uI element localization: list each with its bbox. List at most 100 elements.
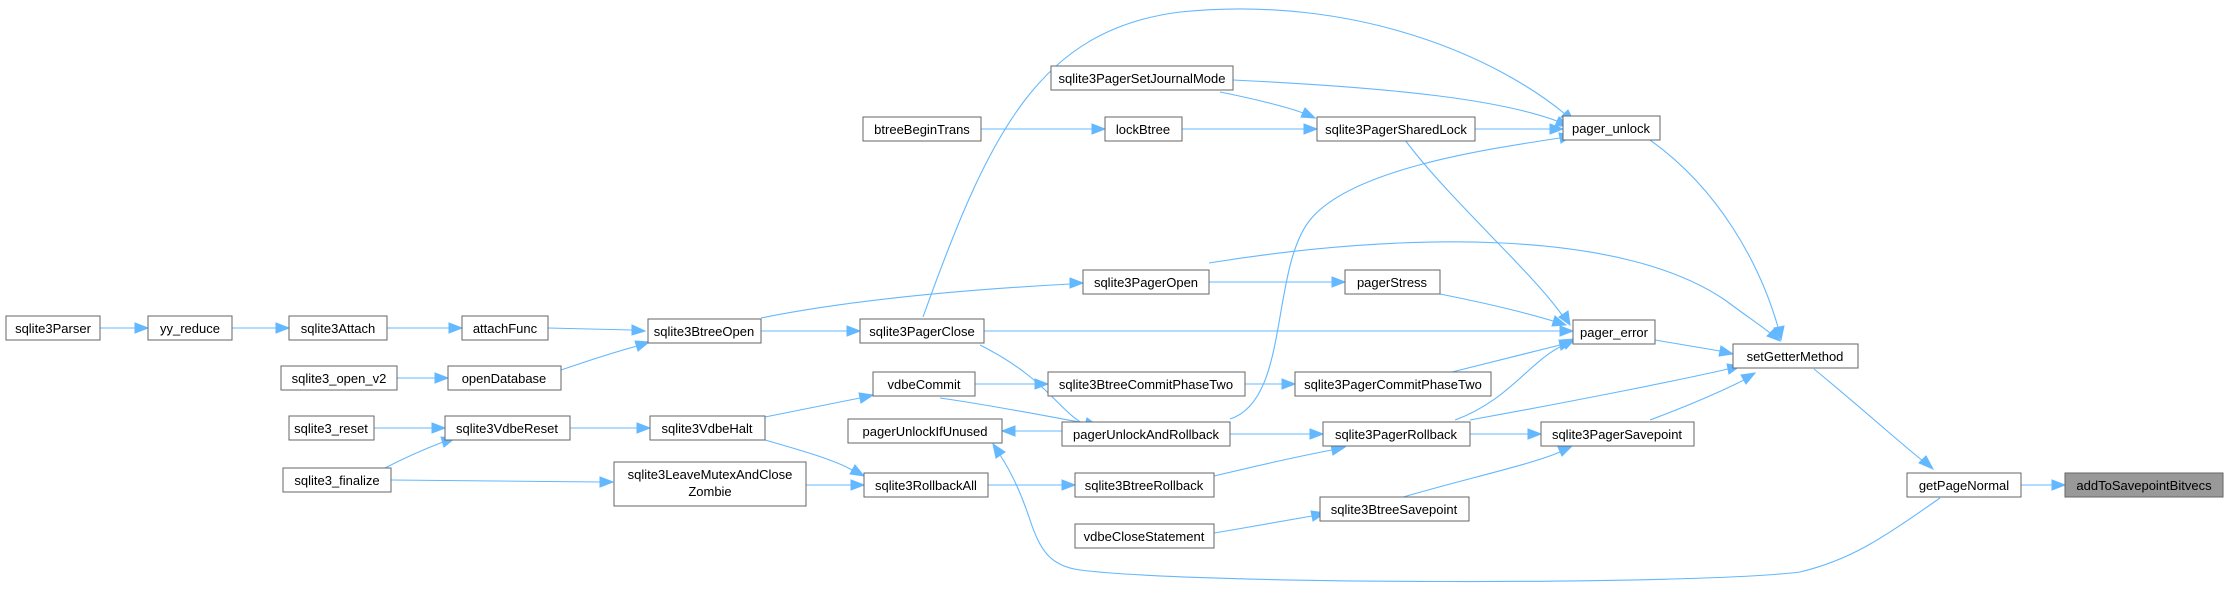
node-label: sqlite3VdbeHalt — [661, 421, 752, 436]
node-label: sqlite3BtreeSavepoint — [1331, 502, 1458, 517]
edge-sqlite3BtreeRollback-to-sqlite3PagerRollback — [1213, 444, 1347, 477]
edge-pagerUnlockAndRollback-to-pagerUnlockIfUnused — [1000, 425, 1062, 437]
node-label: getPageNormal — [1919, 478, 2009, 493]
node-sqlite3PagerOpen[interactable]: sqlite3PagerOpen — [1082, 269, 1210, 295]
node-label: sqlite3BtreeCommitPhaseTwo — [1059, 377, 1233, 392]
node-label: lockBtree — [1116, 122, 1170, 137]
edge-sqlite3_open_v2-to-openDatabase — [397, 372, 450, 384]
node-pagerError[interactable]: pager_error — [1572, 319, 1656, 345]
node-label: sqlite3_open_v2 — [292, 371, 387, 386]
node-sqlite3LeaveMutexAndCloseZombie[interactable]: sqlite3LeaveMutexAndClose Zombie — [613, 461, 807, 507]
edge-btreeBeginTrans-to-lockBtree — [981, 123, 1107, 135]
edge-pagerError-to-setGetterMethod — [1654, 339, 1735, 357]
edge-sqlite3_finalize-to-sqlite3VdbeReset — [384, 436, 457, 469]
node-addToSavepointBitvecs[interactable]: addToSavepointBitvecs — [2064, 472, 2224, 498]
edge-sqlite3_reset-to-sqlite3VdbeReset — [374, 422, 447, 434]
edge-vdbeCloseStatement-to-sqlite3BtreeSavepoint — [1213, 510, 1327, 534]
node-label: sqlite3RollbackAll — [875, 478, 977, 493]
node-label: pager_unlock — [1572, 121, 1651, 136]
node-sqlite3PagerSharedLock[interactable]: sqlite3PagerSharedLock — [1316, 116, 1476, 142]
node-lockBtree[interactable]: lockBtree — [1104, 116, 1183, 142]
node-label: sqlite3PagerClose — [869, 324, 975, 339]
edge-sqlite3_finalize-to-sqlite3LeaveMutexAndCloseZombie — [390, 476, 615, 488]
node-sqlite3_finalize[interactable]: sqlite3_finalize — [282, 467, 392, 493]
edge-lockBtree-to-sqlite3PagerSharedLock — [1182, 123, 1319, 135]
edge-sqlite3PagerOpen-to-setGetterMethod — [1208, 241, 1782, 342]
node-sqlite3_open_v2[interactable]: sqlite3_open_v2 — [280, 365, 398, 391]
node-sqlite3PagerClose[interactable]: sqlite3PagerClose — [859, 318, 985, 344]
node-sqlite3Parser[interactable]: sqlite3Parser — [5, 315, 101, 341]
node-sqlite3BtreeRollback[interactable]: sqlite3BtreeRollback — [1074, 472, 1215, 498]
node-vdbeCommit[interactable]: vdbeCommit — [872, 371, 976, 397]
edge-attachFunc-to-sqlite3BtreeOpen — [547, 324, 647, 336]
node-getPageNormal[interactable]: getPageNormal — [1906, 472, 2022, 498]
node-label: sqlite3PagerOpen — [1094, 275, 1198, 290]
edge-sqlite3PagerSharedLock-to-pagerUnlock — [1475, 123, 1565, 135]
node-sqlite3VdbeHalt[interactable]: sqlite3VdbeHalt — [649, 415, 766, 441]
edge-sqlite3PagerOpen-to-pagerStress — [1209, 276, 1347, 288]
node-pagerUnlockAndRollback[interactable]: pagerUnlockAndRollback — [1061, 421, 1231, 447]
edge-sqlite3VdbeReset-to-sqlite3VdbeHalt — [570, 422, 652, 434]
node-openDatabase[interactable]: openDatabase — [447, 365, 562, 391]
node-yy_reduce[interactable]: yy_reduce — [147, 315, 233, 341]
node-sqlite3PagerSetJournalMode[interactable]: sqlite3PagerSetJournalMode — [1050, 65, 1234, 91]
node-label: pagerUnlockAndRollback — [1073, 427, 1219, 442]
node-attachFunc[interactable]: attachFunc — [461, 315, 549, 341]
edge-sqlite3PagerClose-to-pagerUnlock — [922, 8, 1576, 318]
node-label: yy_reduce — [160, 321, 220, 336]
node-vdbeCloseStatement[interactable]: vdbeCloseStatement — [1074, 523, 1215, 549]
node-label: sqlite3BtreeOpen — [654, 324, 754, 339]
node-sqlite3BtreeOpen[interactable]: sqlite3BtreeOpen — [647, 318, 762, 344]
node-sqlite3BtreeSavepoint[interactable]: sqlite3BtreeSavepoint — [1319, 496, 1470, 522]
edge-vdbeCommit-to-sqlite3BtreeCommitPhaseTwo — [975, 378, 1050, 390]
node-sqlite3VdbeReset[interactable]: sqlite3VdbeReset — [444, 415, 571, 441]
node-label: sqlite3PagerSharedLock — [1325, 122, 1467, 137]
node-pagerUnlock[interactable]: pager_unlock — [1562, 115, 1661, 141]
edge-sqlite3LeaveMutexAndCloseZombie-to-sqlite3RollbackAll — [806, 479, 866, 491]
edge-sqlite3VdbeHalt-to-sqlite3RollbackAll — [764, 439, 866, 477]
node-label: sqlite3PagerSavepoint — [1552, 427, 1682, 442]
edge-sqlite3RollbackAll-to-sqlite3BtreeRollback — [988, 479, 1077, 491]
node-pagerStress[interactable]: pagerStress — [1344, 269, 1441, 295]
edge-pagerStress-to-pagerError — [1439, 293, 1568, 327]
edge-pagerUnlockAndRollback-to-sqlite3PagerRollback — [1230, 428, 1325, 440]
node-btreeBeginTrans[interactable]: btreeBeginTrans — [862, 116, 982, 142]
edge-sqlite3Attach-to-attachFunc — [387, 322, 464, 334]
node-sqlite3Attach[interactable]: sqlite3Attach — [288, 315, 388, 341]
node-label: setGetterMethod — [1747, 349, 1844, 364]
node-label: sqlite3Parser — [15, 321, 92, 336]
node-label: sqlite3VdbeReset — [456, 421, 558, 436]
node-sqlite3PagerCommitPhaseTwo[interactable]: sqlite3PagerCommitPhaseTwo — [1294, 371, 1492, 397]
node-label: sqlite3Attach — [301, 321, 375, 336]
node-label: sqlite3_reset — [294, 421, 368, 436]
edge-getPageNormal-to-pagerUnlockIfUnused — [992, 442, 1941, 583]
node-sqlite3RollbackAll[interactable]: sqlite3RollbackAll — [863, 472, 989, 498]
node-setGetterMethod[interactable]: setGetterMethod — [1732, 343, 1859, 369]
node-sqlite3PagerSavepoint[interactable]: sqlite3PagerSavepoint — [1540, 421, 1695, 447]
node-label: pagerStress — [1357, 275, 1428, 290]
edge-sqlite3PagerSharedLock-to-pagerError — [1404, 139, 1571, 327]
node-pagerUnlockIfUnused[interactable]: pagerUnlockIfUnused — [847, 418, 1003, 444]
node-label: pager_error — [1580, 325, 1649, 340]
edge-yyReduce-to-sqlite3Attach — [232, 322, 291, 334]
edge-sqlite3PagerRollback-to-sqlite3PagerSavepoint — [1470, 428, 1543, 440]
edge-sqlite3BtreeSavepoint-to-sqlite3PagerSavepoint — [1399, 445, 1574, 499]
node-label-line-2: Zombie — [688, 484, 731, 499]
node-label: sqlite3PagerRollback — [1335, 427, 1458, 442]
node-sqlite3BtreeCommitPhaseTwo[interactable]: sqlite3BtreeCommitPhaseTwo — [1047, 371, 1246, 397]
node-label: sqlite3BtreeRollback — [1085, 478, 1204, 493]
node-sqlite3PagerRollback[interactable]: sqlite3PagerRollback — [1322, 421, 1471, 447]
node-sqlite3_reset[interactable]: sqlite3_reset — [288, 415, 375, 441]
node-label-line-1: sqlite3LeaveMutexAndClose — [628, 467, 793, 482]
node-label: vdbeCommit — [888, 377, 961, 392]
edge-sqlite3VdbeHalt-to-vdbeCommit — [764, 392, 875, 418]
edge-sqlite3Parser-to-yyReduce — [100, 322, 150, 334]
edge-pagerUnlock-to-setGetterMethod — [1649, 139, 1785, 342]
function-nodes: addToSavepointBitvecs getPageNormal setG… — [5, 65, 2224, 549]
node-label: sqlite3PagerSetJournalMode — [1059, 71, 1226, 86]
edge-sqlite3PagerSavepoint-to-setGetterMethod — [1649, 372, 1757, 421]
node-label: pagerUnlockIfUnused — [862, 424, 987, 439]
edge-setGetterMethod-to-getPageNormal — [1813, 368, 1935, 471]
node-label: btreeBeginTrans — [874, 122, 970, 137]
